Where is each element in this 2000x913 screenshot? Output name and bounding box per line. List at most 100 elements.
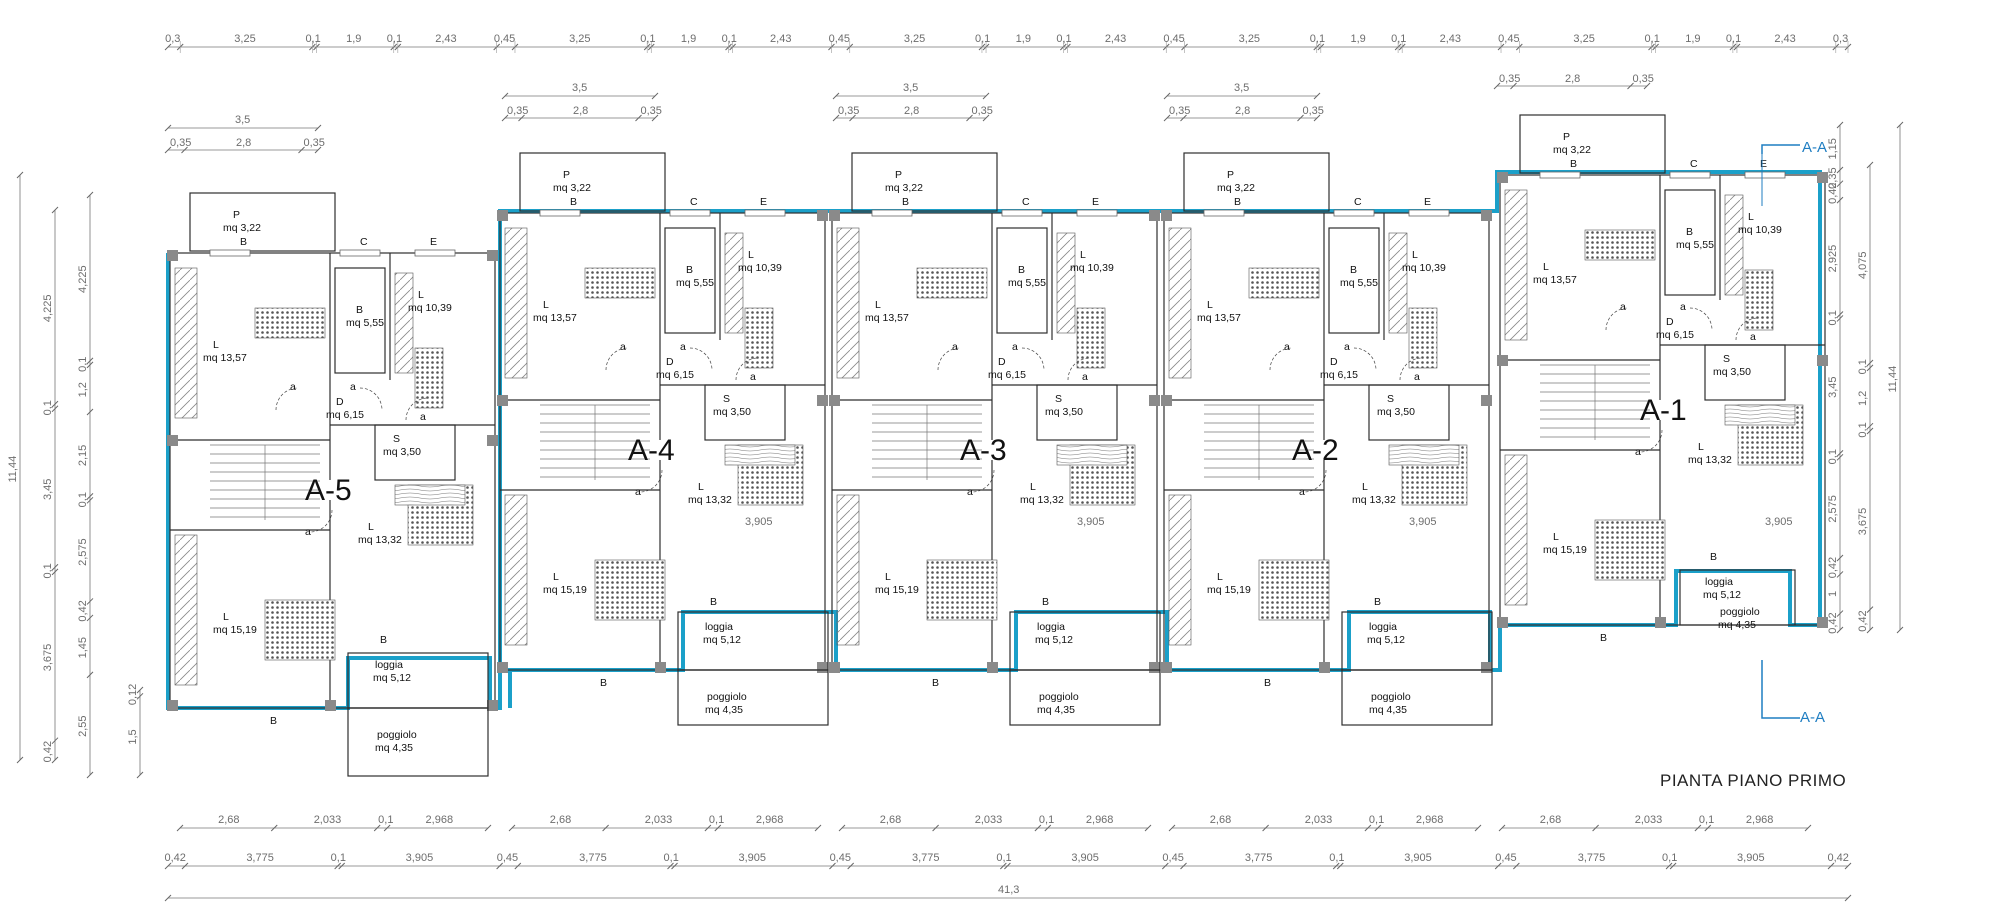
opening-label-b: B xyxy=(380,634,387,646)
dim-tick xyxy=(164,862,172,870)
bed xyxy=(926,559,998,621)
dim-text-right-inner: 1,15 xyxy=(1827,138,1839,159)
window xyxy=(1539,171,1581,179)
dim-text-interior: 3,905 xyxy=(745,516,773,528)
dim-text-bay: 0,35 xyxy=(641,105,662,117)
dim-text-bay: 0,35 xyxy=(1499,73,1520,85)
dim-tick xyxy=(1168,824,1176,832)
column xyxy=(1161,662,1172,673)
dim-text-bay: 2,8 xyxy=(904,105,919,117)
wall xyxy=(677,669,829,726)
wardrobe xyxy=(1504,189,1528,341)
window xyxy=(871,209,913,217)
dim-text-bay: 0,35 xyxy=(507,105,528,117)
door-label-a: a xyxy=(952,341,958,353)
dim-text-top: 3,25 xyxy=(1573,33,1594,45)
door-label-a: a xyxy=(1750,331,1756,343)
unit-name: A-3 xyxy=(960,434,1007,467)
wall xyxy=(704,384,786,441)
room-code: loggia xyxy=(1037,621,1065,633)
room-label-l2: Lmq 13,57 xyxy=(533,299,577,324)
door-swing xyxy=(735,357,759,381)
room-code: poggiolo xyxy=(1371,691,1411,703)
dim-text-left-mid: 3,45 xyxy=(42,479,54,500)
unit-name: A-4 xyxy=(628,434,675,467)
door-swing xyxy=(937,347,961,371)
wall xyxy=(1519,114,1666,174)
bed xyxy=(594,559,666,621)
room-code: L xyxy=(885,571,891,583)
column xyxy=(817,395,828,406)
dim-tick xyxy=(496,862,503,870)
window xyxy=(414,249,456,257)
bed xyxy=(584,267,656,299)
dim-text-bottom2: 0,45 xyxy=(1495,852,1516,864)
dim-tick xyxy=(1836,180,1844,188)
dim-tick xyxy=(314,124,322,132)
room-code: B xyxy=(1018,264,1025,276)
dim-text-bottom1: 2,968 xyxy=(756,814,784,826)
wall xyxy=(1036,384,1118,441)
dim-tick xyxy=(484,824,492,832)
room-area: mq 3,22 xyxy=(1217,182,1255,194)
dim-tick xyxy=(1627,82,1634,90)
section-marker-bottom: A-A xyxy=(1761,660,1825,726)
room-code: L xyxy=(1412,249,1418,261)
opening-label-b: B xyxy=(570,196,577,208)
door-swing xyxy=(405,397,429,421)
room-label-d: Dmq 6,15 xyxy=(656,356,694,381)
wall xyxy=(1183,152,1330,212)
dim-tick xyxy=(164,124,172,132)
room-area: mq 5,55 xyxy=(1340,277,1378,289)
room-code: D xyxy=(1330,356,1338,368)
wall xyxy=(1009,611,1161,671)
column xyxy=(1497,617,1508,628)
dim-text-right-mid: 0,1 xyxy=(1857,422,1869,437)
room-code: S xyxy=(393,433,400,445)
room-area: mq 5,12 xyxy=(703,634,741,646)
dim-tick xyxy=(1364,824,1372,832)
door-swing xyxy=(1269,347,1293,371)
room-code: B xyxy=(686,264,693,276)
dim-text-bay-outer: 3,5 xyxy=(1234,82,1249,94)
room-label-s: Smq 3,50 xyxy=(1713,353,1751,378)
dim-tick xyxy=(1313,92,1321,100)
room-area: mq 10,39 xyxy=(1070,262,1114,274)
dim-text-bottom1: 2,68 xyxy=(550,814,571,826)
dim-text-left-inner: 1,45 xyxy=(77,637,89,658)
column xyxy=(1481,395,1492,406)
dim-tick xyxy=(501,114,509,122)
dim-tick xyxy=(714,824,722,832)
dim-tick xyxy=(298,146,305,154)
room-area: mq 13,57 xyxy=(203,352,247,364)
room-area: mq 5,12 xyxy=(1703,589,1741,601)
dim-text-top: 2,43 xyxy=(435,33,456,45)
room-area: mq 13,57 xyxy=(865,312,909,324)
section-label-bottom: A-A xyxy=(1800,709,1825,726)
wardrobe xyxy=(394,272,414,374)
dim-tick xyxy=(932,824,939,832)
dim-tick xyxy=(1374,824,1382,832)
dim-tick xyxy=(1161,862,1169,870)
dim-tick xyxy=(602,824,609,832)
dim-text-right-mid: 3,675 xyxy=(1857,508,1869,536)
dim-tick xyxy=(51,568,59,576)
column xyxy=(1481,210,1492,221)
room-code: loggia xyxy=(1705,576,1733,588)
room-label-l4: Lmq 15,19 xyxy=(543,571,587,596)
dim-text-bottom1: 2,968 xyxy=(1086,814,1114,826)
wall xyxy=(996,227,1048,334)
room-label-p: Pmq 3,22 xyxy=(223,209,261,234)
dim-text-bay: 2,8 xyxy=(1235,105,1250,117)
column xyxy=(487,250,498,261)
section-label-top: A-A xyxy=(1802,139,1827,156)
bed xyxy=(1076,307,1106,369)
door-swing xyxy=(275,387,299,411)
dim-text-bottom1: 2,968 xyxy=(1746,814,1774,826)
